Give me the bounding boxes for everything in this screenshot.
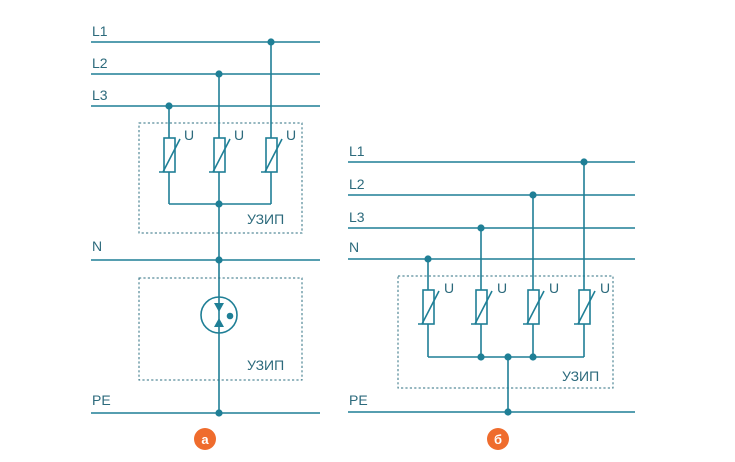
b-spd-box bbox=[397, 275, 614, 389]
a-varistor-1-label: U bbox=[184, 127, 194, 143]
a-spark-gap bbox=[200, 296, 238, 334]
b-varistor-1-label: U bbox=[444, 280, 454, 296]
b-varistor-4-label: U bbox=[600, 280, 610, 296]
b-junction-n bbox=[424, 255, 432, 263]
a-badge: а bbox=[194, 428, 216, 450]
b-varistor-2 bbox=[471, 289, 493, 325]
a-junction-l3 bbox=[165, 102, 173, 110]
a-badge-text: а bbox=[201, 432, 209, 447]
a-varistor-2-label: U bbox=[234, 127, 244, 143]
b-label-l2: L2 bbox=[349, 176, 365, 192]
b-junction-l1 bbox=[580, 158, 588, 166]
b-badge: б bbox=[487, 428, 509, 450]
b-junction-l2 bbox=[529, 191, 537, 199]
a-varistor-3-label: U bbox=[286, 127, 296, 143]
a-varistor-1 bbox=[159, 137, 181, 173]
b-varistor-2-label: U bbox=[497, 280, 507, 296]
b-junction-c2 bbox=[477, 353, 485, 361]
a-label-pe: PE bbox=[92, 392, 111, 408]
b-varistor-4 bbox=[574, 289, 596, 325]
b-junction-l3 bbox=[477, 224, 485, 232]
a-label-n: N bbox=[92, 238, 102, 254]
b-varistor-3 bbox=[523, 289, 545, 325]
a-varistor-2 bbox=[209, 137, 231, 173]
b-label-l3: L3 bbox=[349, 209, 365, 225]
b-varistor-3-label: U bbox=[549, 280, 559, 296]
b-junction-c-mid bbox=[504, 353, 512, 361]
diagram-b: L1 L2 L3 N PE УЗИП U U U U bbox=[348, 143, 635, 450]
b-label-n: N bbox=[349, 239, 359, 255]
a-junction-pe bbox=[215, 409, 223, 417]
a-junction-n bbox=[215, 256, 223, 264]
b-junction-pe bbox=[504, 408, 512, 416]
a-label-l2: L2 bbox=[92, 55, 108, 71]
a-label-l3: L3 bbox=[92, 87, 108, 103]
a-junction-l2 bbox=[215, 70, 223, 78]
a-spd2-label: УЗИП bbox=[247, 357, 284, 373]
b-badge-text: б bbox=[494, 432, 502, 447]
a-varistor-3 bbox=[261, 137, 283, 173]
diagram-a: L1 L2 L3 N PE УЗИП U U U bbox=[91, 23, 320, 450]
a-label-l1: L1 bbox=[92, 23, 108, 39]
b-label-l1: L1 bbox=[349, 143, 365, 159]
a-junction-l1 bbox=[267, 38, 275, 46]
b-varistor-1 bbox=[418, 289, 440, 325]
b-spd-label: УЗИП bbox=[562, 368, 599, 384]
b-label-pe: PE bbox=[349, 392, 368, 408]
a-junction-collector bbox=[215, 200, 223, 208]
b-junction-c3 bbox=[529, 353, 537, 361]
a-spd-label: УЗИП bbox=[247, 211, 284, 227]
